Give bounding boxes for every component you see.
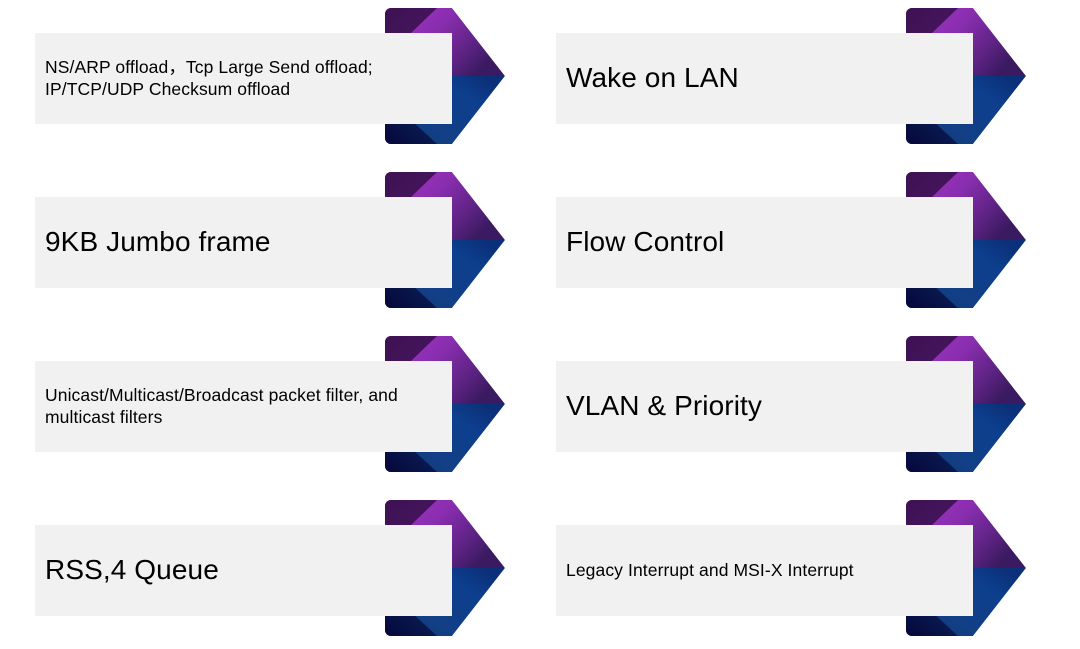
banner-label-vlan-priority: VLAN & Priority <box>566 390 762 422</box>
banner-label-wake-on-lan: Wake on LAN <box>566 62 739 94</box>
banner-plate-vlan-priority: VLAN & Priority <box>556 361 973 452</box>
chevron-banner-wake-on-lan[interactable]: Wake on LAN <box>556 8 1026 144</box>
banner-label-ns-arp-offload: NS/ARP offload，Tcp Large Send offload; I… <box>45 57 373 99</box>
banner-label-flow-control: Flow Control <box>566 226 725 258</box>
chevron-banner-jumbo-frame[interactable]: 9KB Jumbo frame <box>35 172 505 308</box>
banner-label-jumbo-frame: 9KB Jumbo frame <box>45 226 271 258</box>
banner-label-rss-queue: RSS,4 Queue <box>45 554 219 586</box>
banner-label-interrupts: Legacy Interrupt and MSI-X Interrupt <box>566 559 854 580</box>
chevron-banner-packet-filter[interactable]: Unicast/Multicast/Broadcast packet filte… <box>35 336 505 472</box>
banner-plate-interrupts: Legacy Interrupt and MSI-X Interrupt <box>556 525 973 616</box>
banner-plate-wake-on-lan: Wake on LAN <box>556 33 973 124</box>
banner-label-packet-filter: Unicast/Multicast/Broadcast packet filte… <box>45 385 398 427</box>
chevron-banner-vlan-priority[interactable]: VLAN & Priority <box>556 336 1026 472</box>
banner-plate-rss-queue: RSS,4 Queue <box>35 525 452 616</box>
banner-plate-flow-control: Flow Control <box>556 197 973 288</box>
banner-plate-packet-filter: Unicast/Multicast/Broadcast packet filte… <box>35 361 452 452</box>
banner-plate-jumbo-frame: 9KB Jumbo frame <box>35 197 452 288</box>
chevron-banner-rss-queue[interactable]: RSS,4 Queue <box>35 500 505 636</box>
chevron-banner-interrupts[interactable]: Legacy Interrupt and MSI-X Interrupt <box>556 500 1026 636</box>
chevron-banner-ns-arp-offload[interactable]: NS/ARP offload，Tcp Large Send offload; I… <box>35 8 505 144</box>
chevron-banner-flow-control[interactable]: Flow Control <box>556 172 1026 308</box>
banner-plate-ns-arp-offload: NS/ARP offload，Tcp Large Send offload; I… <box>35 33 452 124</box>
